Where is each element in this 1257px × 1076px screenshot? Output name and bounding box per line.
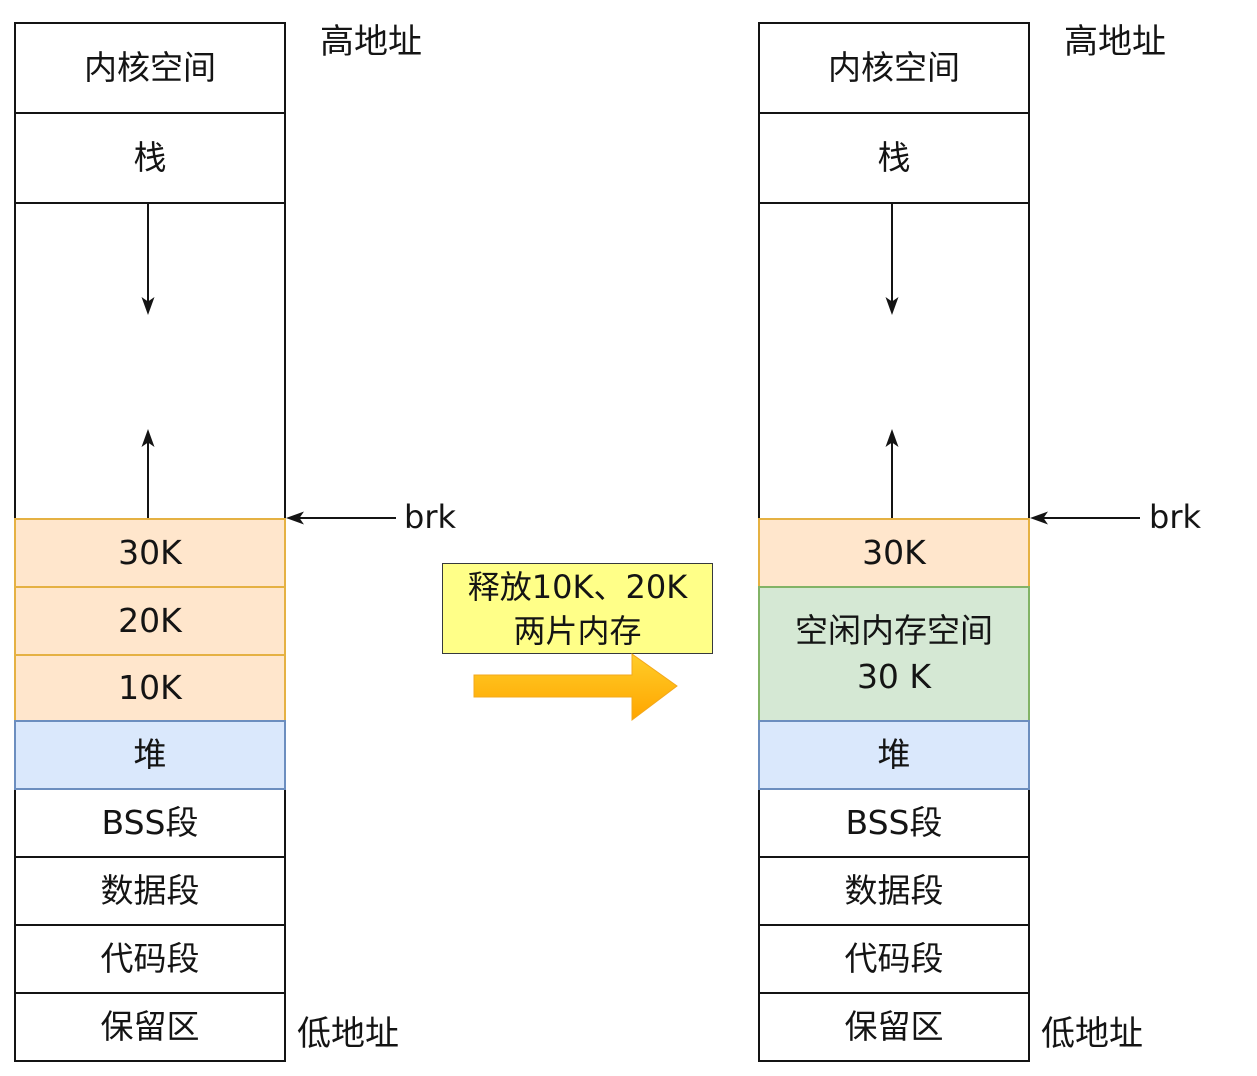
segment-code: 代码段 (14, 924, 286, 994)
segment-label: BSS段 (845, 803, 943, 842)
transition-arrow-icon (473, 653, 678, 722)
segment-label: 堆 (133, 735, 167, 774)
segment-heap: 堆 (14, 720, 286, 790)
segment-label: 内核空间 (84, 48, 216, 87)
segment-label: 30K (862, 533, 926, 572)
free-memory-label: 空闲内存空间 (795, 611, 993, 650)
free-memory-size: 30 K (856, 657, 932, 696)
segment-label: 内核空间 (828, 48, 960, 87)
segment-label: 30K (118, 533, 182, 572)
segment-stack: 栈 (14, 112, 286, 204)
segment-allocated-30k: 30K (14, 518, 286, 588)
operation-line-2: 两片内存 (513, 611, 642, 650)
operation-line-1: 释放10K、20K (467, 567, 688, 606)
high-address-label: 高地址 (1064, 22, 1166, 62)
segment-label: 代码段 (100, 939, 200, 978)
low-address-label: 低地址 (1041, 1014, 1143, 1054)
segment-heap: 堆 (758, 720, 1030, 790)
segment-bss: BSS段 (14, 788, 286, 858)
memory-gap (758, 202, 1030, 520)
segment-allocated-20k: 20K (14, 586, 286, 656)
low-address-label: 低地址 (297, 1014, 399, 1054)
segment-label: 保留区 (844, 1007, 944, 1046)
segment-allocated-10k: 10K (14, 654, 286, 722)
brk-pointer-arrow-icon (1030, 511, 1140, 525)
segment-reserved: 保留区 (14, 992, 286, 1062)
memory-gap (14, 202, 286, 520)
brk-pointer-arrow-icon (286, 511, 396, 525)
segment-free-memory: 空闲内存空间 30 K (758, 586, 1030, 722)
segment-label: 10K (118, 668, 182, 707)
brk-label: brk (1149, 498, 1201, 536)
segment-data: 数据段 (758, 856, 1030, 926)
memory-layout-before: 内核空间 栈 30K 20K 10K 堆 BSS段 数据段 代码段 保留区 (14, 22, 286, 1062)
segment-reserved: 保留区 (758, 992, 1030, 1062)
segment-label: 栈 (877, 138, 911, 177)
segment-stack: 栈 (758, 112, 1030, 204)
segment-kernel-space: 内核空间 (758, 22, 1030, 114)
segment-label: 堆 (877, 735, 911, 774)
segment-bss: BSS段 (758, 788, 1030, 858)
segment-label: 20K (118, 601, 182, 640)
segment-label: 栈 (133, 138, 167, 177)
operation-note: 释放10K、20K 两片内存 (442, 563, 713, 654)
segment-label: 保留区 (100, 1007, 200, 1046)
segment-label: 数据段 (100, 871, 200, 910)
memory-layout-after: 内核空间 栈 30K 空闲内存空间 30 K 堆 BSS段 数据段 代码段 保留… (758, 22, 1030, 1062)
segment-label: BSS段 (101, 803, 199, 842)
segment-label: 代码段 (844, 939, 944, 978)
segment-label: 数据段 (844, 871, 944, 910)
segment-kernel-space: 内核空间 (14, 22, 286, 114)
segment-data: 数据段 (14, 856, 286, 926)
brk-label: brk (404, 498, 456, 536)
segment-allocated-30k: 30K (758, 518, 1030, 588)
high-address-label: 高地址 (320, 22, 422, 62)
segment-code: 代码段 (758, 924, 1030, 994)
